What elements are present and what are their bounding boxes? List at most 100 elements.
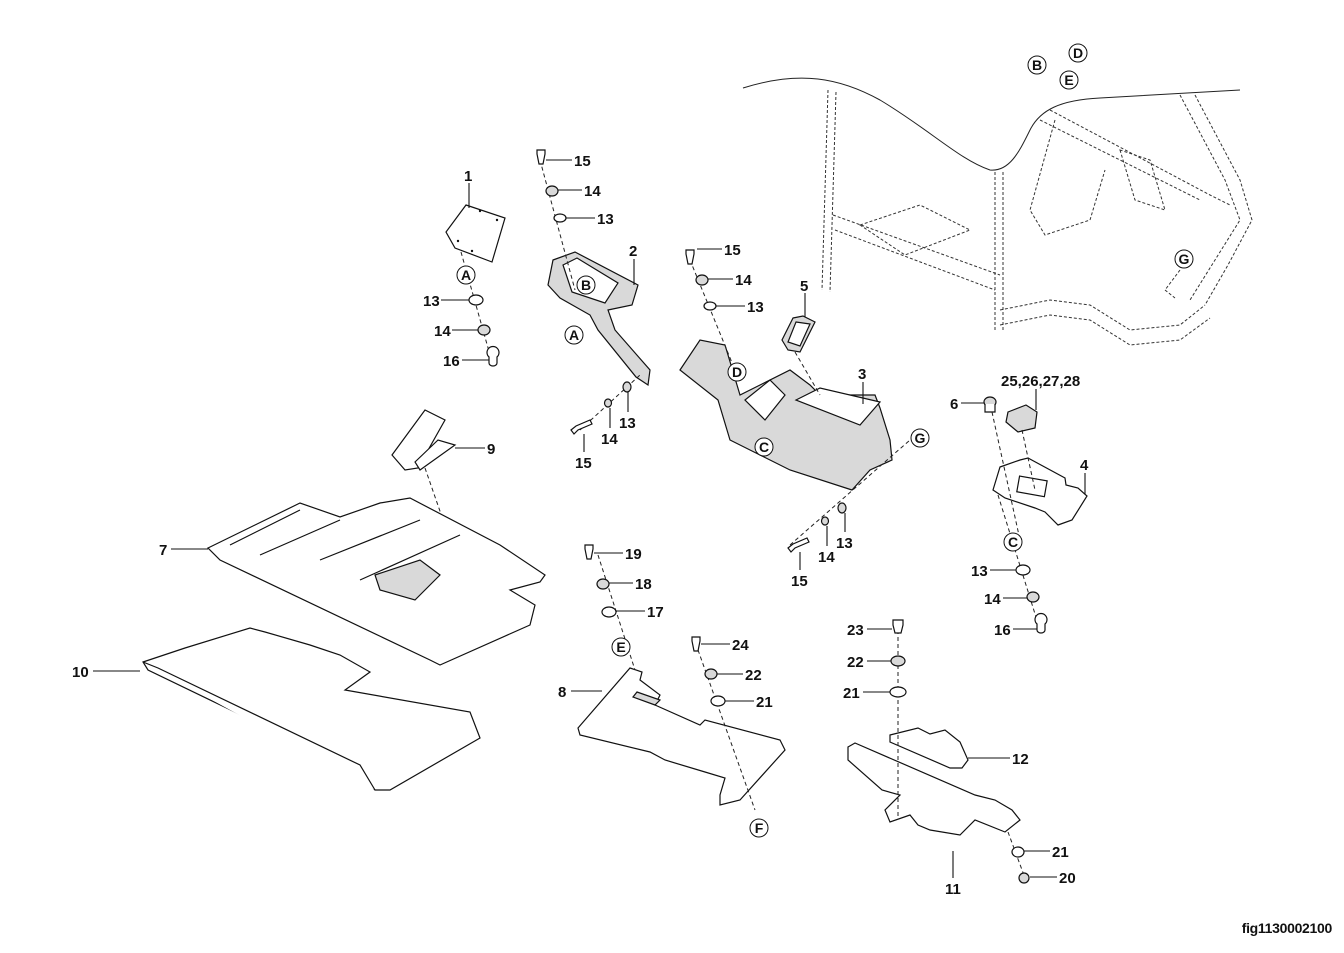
ref-letter-g-1: G	[910, 428, 930, 448]
svg-text:F: F	[755, 820, 764, 836]
callout-13-f: 13	[971, 563, 988, 580]
callout-22-a: 22	[745, 667, 762, 684]
svg-text:G: G	[1179, 251, 1190, 267]
washer-21	[710, 695, 726, 707]
bolt-15	[787, 537, 810, 553]
callout-13-b: 13	[597, 211, 614, 228]
callout-13-a: 13	[423, 293, 440, 310]
part-4-plate	[992, 457, 1088, 526]
part-1-cover	[445, 204, 506, 263]
ref-letter-b-1: B	[576, 275, 596, 295]
svg-text:C: C	[759, 439, 769, 455]
callout-15-d: 15	[724, 242, 741, 259]
ref-letter-a-2: A	[564, 325, 584, 345]
callout-14-b: 14	[584, 183, 601, 200]
ref-letter-f-1: F	[749, 818, 769, 838]
ref-letter-d-1: D	[727, 362, 747, 382]
callout-17: 17	[647, 604, 664, 621]
callout-22-b: 22	[847, 654, 864, 671]
ref-letter-g-2: G	[1174, 249, 1194, 269]
ref-letter-d-2: D	[1068, 43, 1088, 63]
svg-text:E: E	[616, 639, 625, 655]
lock-washer-14	[545, 185, 559, 197]
callout-13-c: 13	[619, 415, 636, 432]
callout-19: 19	[625, 546, 642, 563]
ref-letter-e-2: E	[1059, 70, 1079, 90]
callout-2: 2	[629, 243, 637, 260]
callout-15-e: 15	[791, 573, 808, 590]
callout-1: 1	[464, 168, 472, 185]
callout-23: 23	[847, 622, 864, 639]
callout-18: 18	[635, 576, 652, 593]
callout-8: 8	[558, 684, 566, 701]
washer-13	[703, 301, 717, 311]
callout-21-c: 21	[1052, 844, 1069, 861]
washer-21	[889, 686, 907, 698]
svg-text:D: D	[732, 364, 742, 380]
callout-14-e: 14	[818, 549, 835, 566]
callout-14-a: 14	[434, 323, 451, 340]
part-5-switch	[781, 315, 816, 353]
callout-15-b: 15	[574, 153, 591, 170]
bolt-15	[570, 419, 593, 435]
callout-14-f: 14	[984, 591, 1001, 608]
nut-20	[1018, 872, 1030, 884]
ref-letter-b-2: B	[1027, 55, 1047, 75]
callout-10: 10	[72, 664, 89, 681]
callout-24: 24	[732, 637, 749, 654]
lock-washer-14	[820, 516, 830, 526]
part-2-bracket	[547, 251, 651, 387]
washer-21	[1011, 846, 1025, 858]
lock-washer-14	[1026, 591, 1040, 603]
bolt-24	[691, 636, 701, 652]
washer-13	[468, 294, 484, 306]
lock-washer-22	[704, 668, 718, 680]
part-12-plate	[889, 727, 969, 769]
callout-3: 3	[858, 366, 866, 383]
callout-16-a: 16	[443, 353, 460, 370]
part-6-knob	[983, 396, 997, 413]
part-3-console	[679, 339, 893, 491]
callout-11: 11	[945, 881, 961, 898]
callout-21-a: 21	[756, 694, 773, 711]
cab-frame	[742, 77, 1253, 346]
washer-13	[622, 381, 632, 393]
part-25-28-switch-pack	[1005, 404, 1038, 433]
lock-washer-18	[596, 578, 610, 590]
callout-7: 7	[159, 542, 167, 559]
washer-13	[553, 213, 567, 223]
callout-21-b: 21	[843, 685, 860, 702]
washer-17	[601, 606, 617, 618]
callout-20: 20	[1059, 870, 1076, 887]
washer-13	[837, 502, 847, 514]
callout-13-d: 13	[747, 299, 764, 316]
svg-text:A: A	[461, 267, 471, 283]
callout-15-c: 15	[575, 455, 592, 472]
part-11-bracket	[847, 742, 1021, 836]
washer-13	[1015, 564, 1031, 576]
callout-25-28: 25,26,27,28	[1001, 373, 1080, 390]
bolt-15	[536, 149, 546, 165]
bolt-16	[1034, 613, 1048, 634]
bolt-23	[892, 619, 904, 634]
figure-id: fig1130002100	[1241, 920, 1333, 936]
lock-washer-22	[890, 655, 906, 667]
svg-text:B: B	[581, 277, 591, 293]
callout-9: 9	[487, 441, 495, 458]
callout-14-c: 14	[601, 431, 618, 448]
lock-washer-14	[695, 274, 709, 286]
callout-13-e: 13	[836, 535, 853, 552]
callout-14-d: 14	[735, 272, 752, 289]
ref-letter-c-1: C	[754, 437, 774, 457]
callout-6: 6	[950, 396, 958, 413]
ref-letter-a-1: A	[456, 265, 476, 285]
callout-12: 12	[1012, 751, 1029, 768]
lock-washer-14	[603, 398, 613, 408]
svg-text:C: C	[1008, 534, 1018, 550]
part-8-plate	[577, 667, 786, 806]
part-7-floor-mat	[206, 497, 546, 666]
bolt-15	[685, 249, 695, 265]
bolt-19	[584, 544, 594, 560]
svg-text:D: D	[1073, 45, 1083, 61]
